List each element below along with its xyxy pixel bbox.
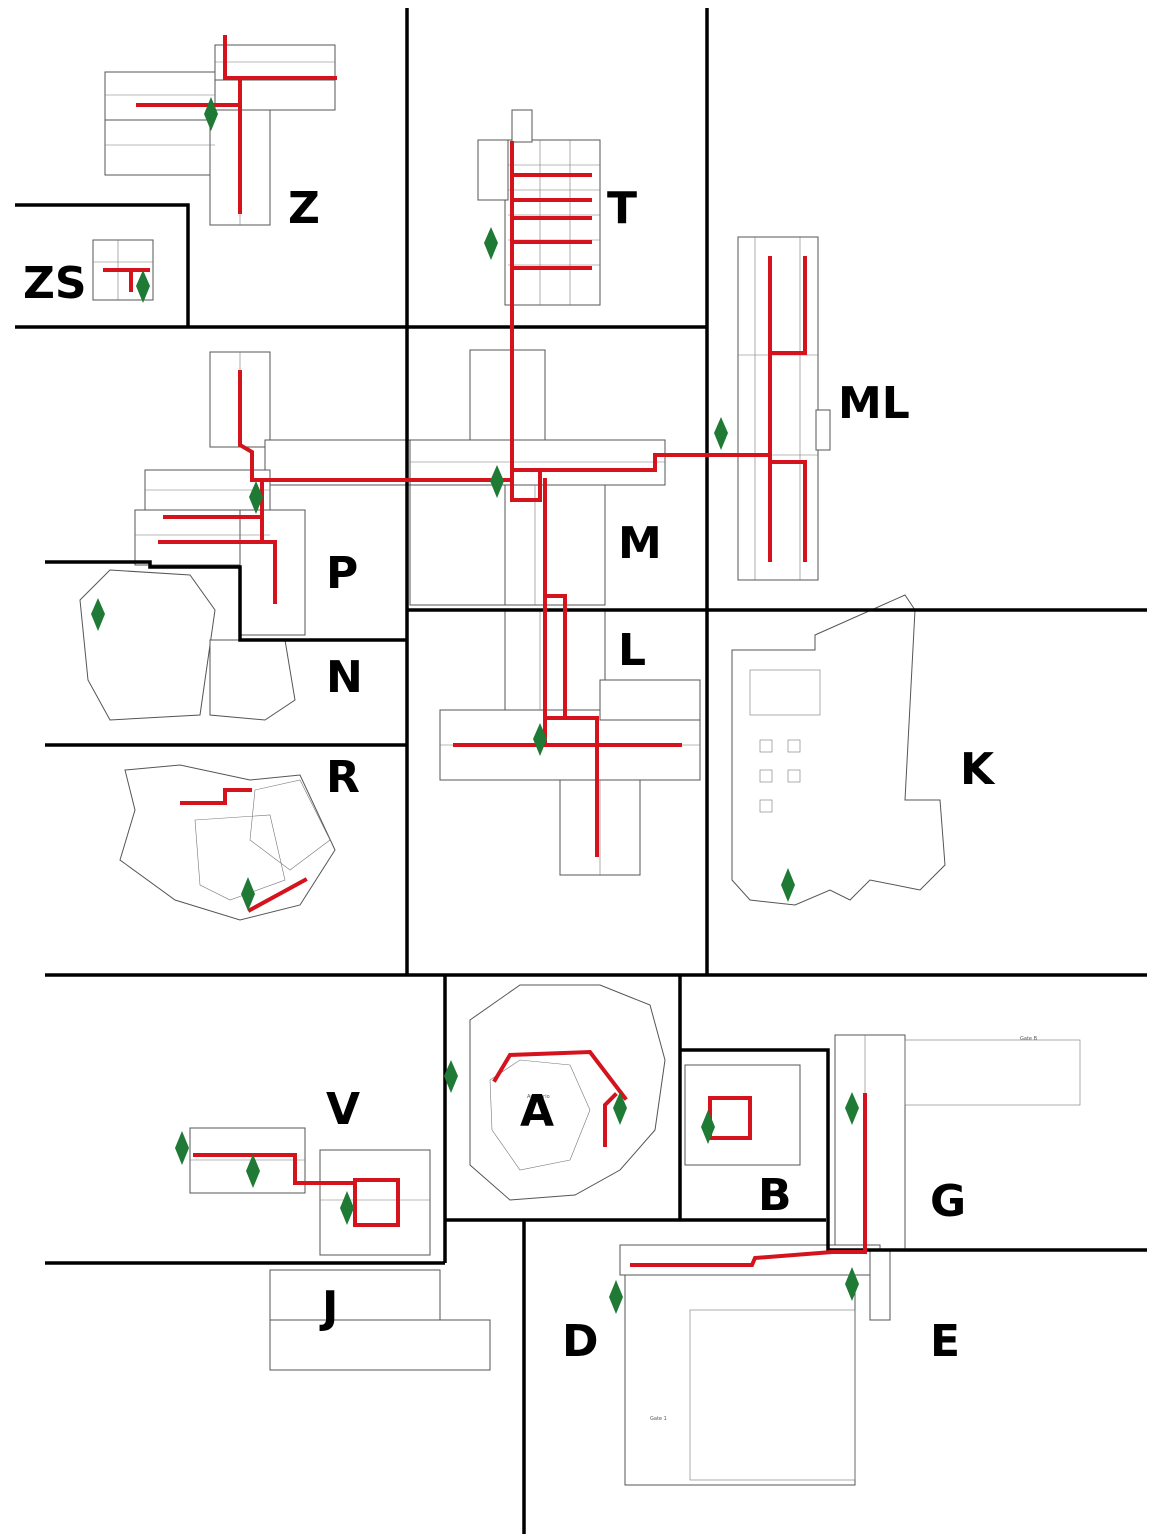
entrance-marker-icon (533, 723, 547, 756)
zone-label-e: E (930, 1316, 960, 1367)
route-r (247, 877, 308, 913)
building-de-plan (619, 1244, 891, 1486)
zone-label-zs: ZS (23, 258, 87, 309)
zone-labels: Z ZS T ML P M N L R K V A B G J D E (23, 183, 996, 1367)
entrance-marker-icon (845, 1267, 859, 1301)
zone-label-ml: ML (838, 378, 910, 429)
zone-label-g: G (930, 1176, 966, 1227)
entrance-marker-icon (484, 227, 498, 260)
building-l-plan (439, 609, 701, 876)
route-ml (768, 256, 807, 355)
zone-label-j: J (319, 1282, 338, 1333)
route-a (603, 1092, 618, 1147)
zone-label-m: M (618, 518, 662, 569)
entrance-marker-icon (91, 598, 105, 631)
zone-label-t: T (607, 183, 637, 234)
zone-boundaries (15, 8, 1147, 1534)
zone-label-d: D (562, 1316, 599, 1367)
entrance-marker-icon (845, 1092, 859, 1125)
route-p (158, 540, 277, 604)
entrance-marker-icon (714, 417, 728, 450)
route-g (830, 1093, 867, 1254)
entrance-marker-icon (490, 465, 504, 498)
building-b-plan (684, 1064, 801, 1166)
building-a-plan (469, 984, 666, 1201)
building-j-plan (269, 1269, 491, 1371)
route-a (492, 1049, 628, 1101)
route-ml (768, 460, 807, 562)
zone-label-a: A (520, 1086, 554, 1137)
room-text-g-gate: Gate B (1020, 1036, 1038, 1042)
building-p-plan (134, 351, 411, 636)
zone-label-l: L (618, 625, 646, 676)
entrance-marker-icon (136, 270, 150, 303)
entrance-marker-icon (609, 1280, 623, 1314)
zone-label-r: R (326, 752, 360, 803)
route-p (238, 370, 514, 482)
entrance-marker-icon (613, 1092, 627, 1125)
zone-label-v: V (326, 1084, 360, 1135)
entrance-marker-icon (241, 877, 255, 911)
entrance-marker-icon (340, 1191, 354, 1225)
building-n-plan (79, 569, 296, 721)
entrance-marker-icon (204, 97, 218, 131)
floor-plans: Auditorio Gate B Gate 1 (79, 44, 1081, 1486)
building-r-plan (119, 764, 336, 921)
entrance-marker-icon (175, 1131, 189, 1165)
route-de (630, 1249, 835, 1267)
route-z (223, 35, 337, 80)
building-v-plan (189, 1127, 431, 1256)
zone-label-z: Z (288, 183, 320, 234)
entrance-marker-icon (701, 1110, 715, 1144)
route-lines (103, 35, 867, 1267)
route-v (193, 1153, 400, 1227)
building-m-plan (409, 349, 666, 606)
building-k-plan (731, 594, 946, 906)
entrance-marker-icon (249, 481, 263, 514)
entrance-marker-icon (444, 1060, 458, 1093)
room-text-d-gate: Gate 1 (650, 1416, 667, 1422)
building-ml-plan (737, 236, 831, 581)
zone-label-k: K (960, 744, 996, 795)
route-m (510, 468, 542, 502)
zone-label-n: N (326, 652, 363, 703)
entrance-markers (91, 97, 859, 1314)
room-text-a-auditorium: Auditorio (527, 1094, 550, 1100)
route-m (538, 453, 772, 472)
route-r (180, 788, 252, 805)
zone-label-b: B (758, 1170, 792, 1221)
entrance-marker-icon (246, 1154, 260, 1188)
zone-label-p: P (326, 548, 358, 599)
building-t-plan (477, 109, 601, 306)
entrance-marker-icon (781, 868, 795, 902)
